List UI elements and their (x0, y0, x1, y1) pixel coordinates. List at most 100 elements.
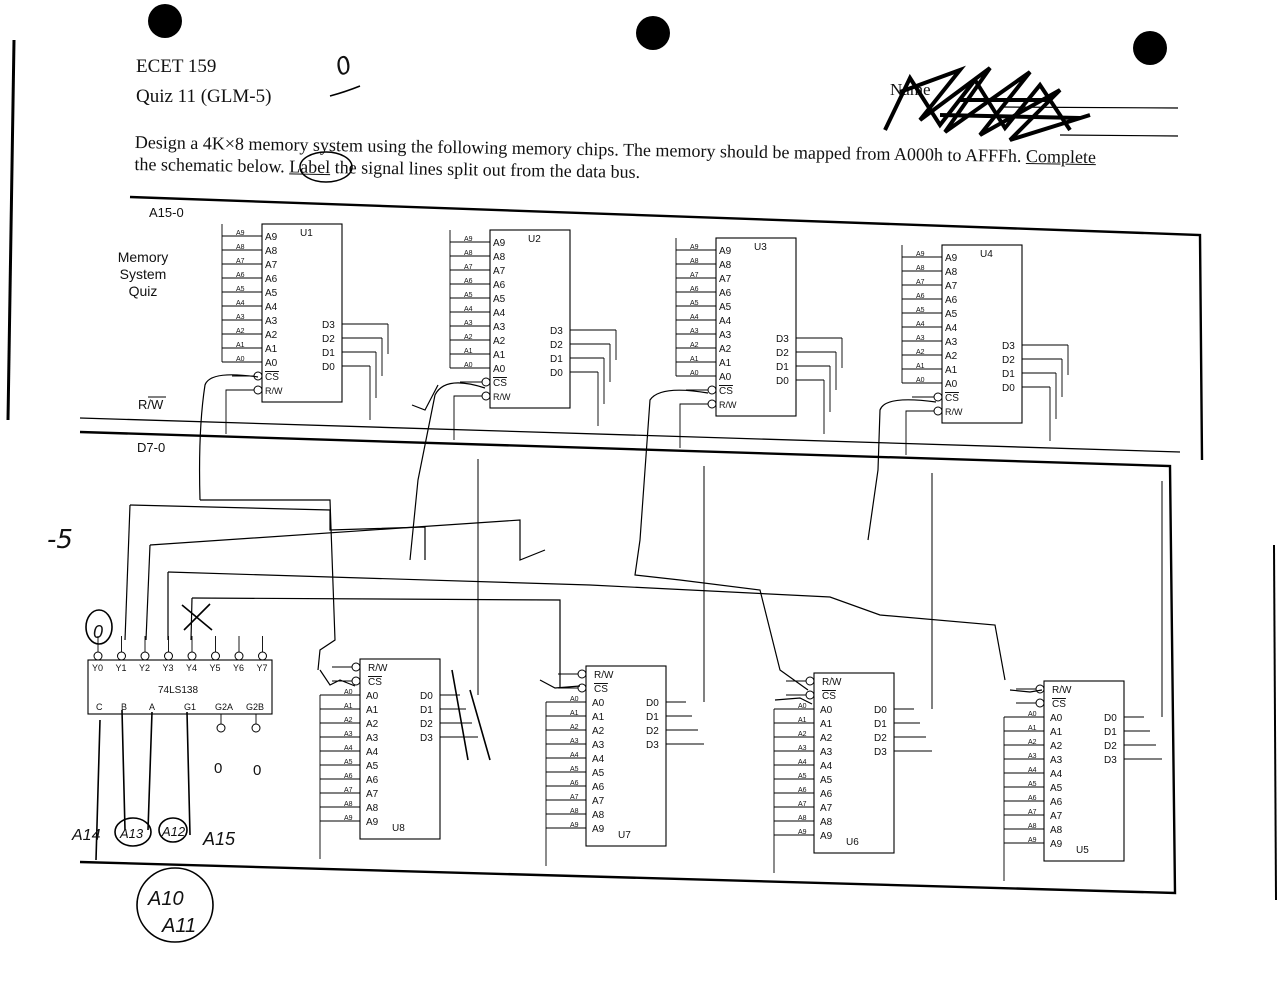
pin-label: A0 (493, 364, 506, 375)
pin-label: A1 (719, 358, 732, 369)
wire-label: A4 (916, 321, 925, 328)
chip-u5: U5R/WCSA0A0A1A1A2A2A3A3A4A4A5A5A6A6A7A7A… (1003, 481, 1163, 881)
chip-body (359, 658, 441, 840)
decoder-input-label: G2A (215, 702, 233, 712)
wire-label: A9 (464, 236, 473, 243)
pin-label: A9 (366, 817, 379, 828)
rw-bubble (805, 676, 815, 686)
data-pin-label: D1 (420, 705, 433, 716)
chip-id: U5 (1076, 845, 1089, 856)
bus-lines (79, 195, 1204, 895)
decoder-input-label: A (149, 702, 155, 712)
pin-label: A5 (719, 302, 732, 313)
rw-bubble (577, 669, 587, 679)
name-underline-2 (1059, 134, 1179, 137)
data-pin-label: D3 (646, 740, 659, 751)
pin-label: A7 (366, 789, 379, 800)
decoder-output-bubble (211, 651, 220, 661)
address-bus-label: A15-0 (149, 205, 184, 220)
address-bus (129, 195, 1204, 461)
cs-bubble (481, 377, 491, 387)
pin-label: A3 (592, 740, 605, 751)
decoder-body (87, 659, 273, 715)
cs-label: CS (594, 684, 608, 695)
data-pin-label: D2 (874, 733, 887, 744)
wire-label: A2 (344, 717, 353, 724)
pin-label: A5 (366, 761, 379, 772)
a13-annotation: A13 (119, 826, 144, 841)
a13-circle (114, 817, 152, 847)
wire-label: A2 (916, 349, 925, 356)
rw-label: R/W (594, 670, 614, 681)
a14-annotation: A14 (71, 827, 101, 844)
decoder-input-label: G2B (246, 702, 264, 712)
rw-label: R/W (493, 392, 511, 402)
data-pin-label: D3 (550, 326, 563, 337)
pin-label: A6 (265, 274, 278, 285)
pin-label: A1 (265, 344, 278, 355)
cs-bubble (253, 371, 263, 381)
pin-label: A6 (945, 295, 958, 306)
a12-annotation: A12 (161, 824, 186, 839)
pin-label: A4 (719, 316, 732, 327)
pin-label: A7 (820, 803, 833, 814)
pin-label: A0 (265, 358, 278, 369)
pin-label: A8 (366, 803, 379, 814)
pin-label: A9 (493, 238, 506, 249)
data-pin-label: D1 (646, 712, 659, 723)
wire-label: A5 (916, 307, 925, 314)
punch-hole-right (1133, 31, 1167, 65)
chip-id: U3 (754, 242, 767, 253)
cs-bubble (577, 683, 587, 693)
wire-label: A0 (236, 356, 245, 363)
decoder-output-label: Y6 (233, 663, 244, 673)
pin-label: A5 (592, 768, 605, 779)
wire-label: A6 (1028, 795, 1037, 802)
pin-label: A9 (820, 831, 833, 842)
quiz-title: Quiz 11 (GLM-5) (136, 86, 272, 107)
wire-label: A7 (570, 794, 579, 801)
wire-label: A0 (464, 362, 473, 369)
pin-label: A2 (820, 733, 833, 744)
a15-annotation: A15 (202, 829, 236, 849)
wire-label: A9 (1028, 837, 1037, 844)
wire-label: A9 (344, 815, 353, 822)
rw-label: R/W (822, 677, 842, 688)
decoder-output-label: Y4 (186, 663, 197, 673)
minus-five-mark: -5 (47, 525, 73, 555)
data-pin-label: D2 (1002, 355, 1015, 366)
pin-label: A8 (493, 252, 506, 263)
data-pin-label: D1 (322, 348, 335, 359)
wire-label: A1 (798, 717, 807, 724)
chip-body (941, 244, 1023, 424)
decoder-output-bubble (93, 651, 103, 661)
pin-label: A1 (945, 365, 958, 376)
wire-label: A0 (344, 689, 353, 696)
data-pin-label: D2 (550, 340, 563, 351)
pin-label: A2 (493, 336, 506, 347)
chip-u8: U8R/WCSA0A0A1A1A2A2A3A3A4A4A5A5A6A6A7A7A… (319, 459, 479, 859)
decoder-output-label: Y3 (163, 663, 174, 673)
handwritten-marks (85, 603, 491, 943)
wire-label: A8 (464, 250, 473, 257)
chip-id: U7 (618, 830, 631, 841)
pin-label: A6 (719, 288, 732, 299)
a10-annotation: A10 (147, 888, 184, 910)
rw-bus-label: R/W (138, 397, 164, 412)
wire-label: A3 (236, 314, 245, 321)
pin-label: A2 (719, 344, 732, 355)
wire-label: A3 (690, 328, 699, 335)
wire-label: A6 (798, 787, 807, 794)
pin-label: A3 (719, 330, 732, 341)
a10-a11-circle (136, 867, 214, 943)
data-bus (79, 430, 1177, 895)
pin-label: A1 (493, 350, 506, 361)
cs-bubble (933, 392, 943, 402)
pin-label: A7 (719, 274, 732, 285)
data-pin-label: D0 (420, 691, 433, 702)
punch-hole-left (148, 4, 182, 38)
g2a-zero: 0 (214, 760, 222, 777)
data-pin-label: D3 (1104, 755, 1117, 766)
data-pin-label: D0 (322, 362, 335, 373)
